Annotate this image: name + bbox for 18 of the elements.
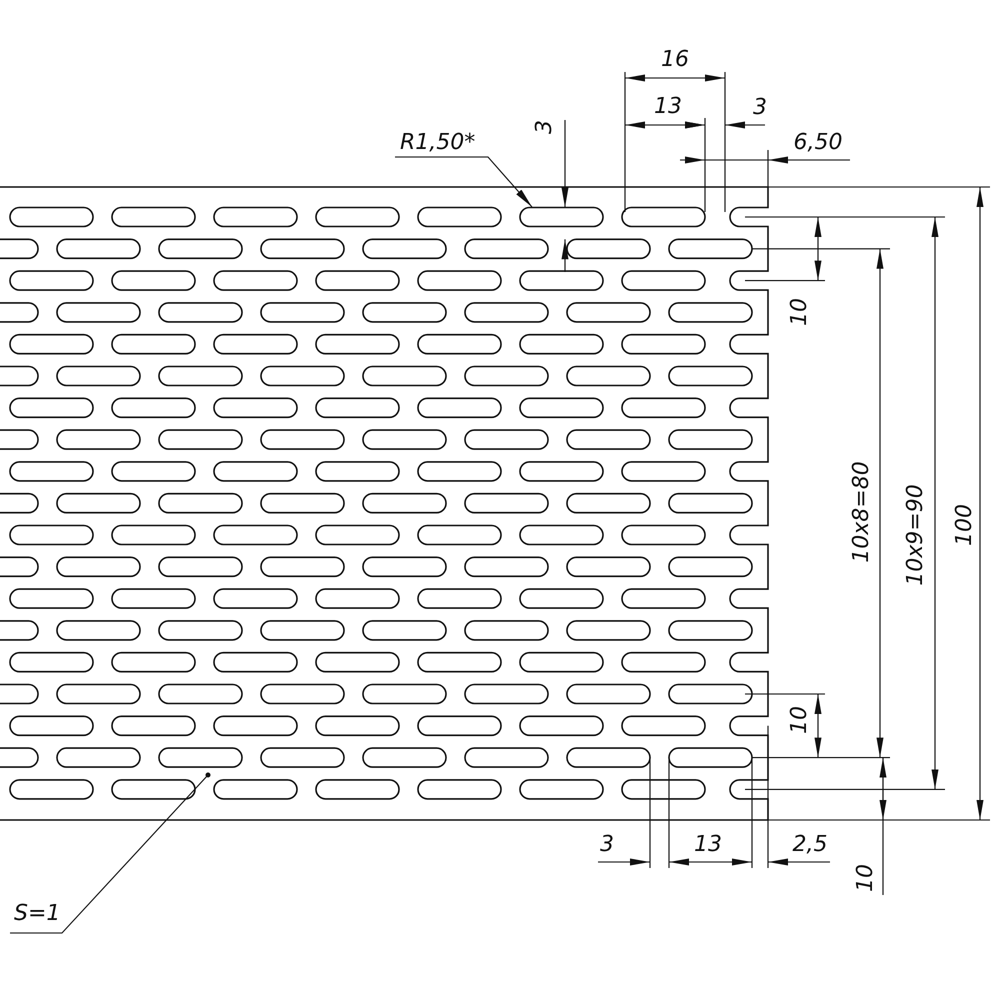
dimension-value: 10 <box>789 298 811 326</box>
leader-line <box>10 772 210 934</box>
dimension-value: 2,5 <box>792 834 828 856</box>
dimension-value: 3 <box>600 834 614 856</box>
dimension-value: 6,50 <box>794 132 842 154</box>
callout-text: S=1 <box>14 901 60 926</box>
dimension-value: 3 <box>753 97 767 119</box>
dimension-value: 16 <box>661 49 689 71</box>
dimension-value: 13 <box>694 834 722 856</box>
dimension-value: 3 <box>534 120 556 134</box>
dimension-value: 10 <box>855 864 877 892</box>
dimension-value: 10x8=80 <box>851 461 873 563</box>
dimension-value: 10 <box>789 706 811 734</box>
leader-line <box>395 156 532 208</box>
dimension-value: 100 <box>954 504 976 546</box>
dimension-value: 10x9=90 <box>905 484 927 586</box>
dimension-value: 13 <box>654 96 682 118</box>
callout-text: R1,50* <box>400 130 476 155</box>
